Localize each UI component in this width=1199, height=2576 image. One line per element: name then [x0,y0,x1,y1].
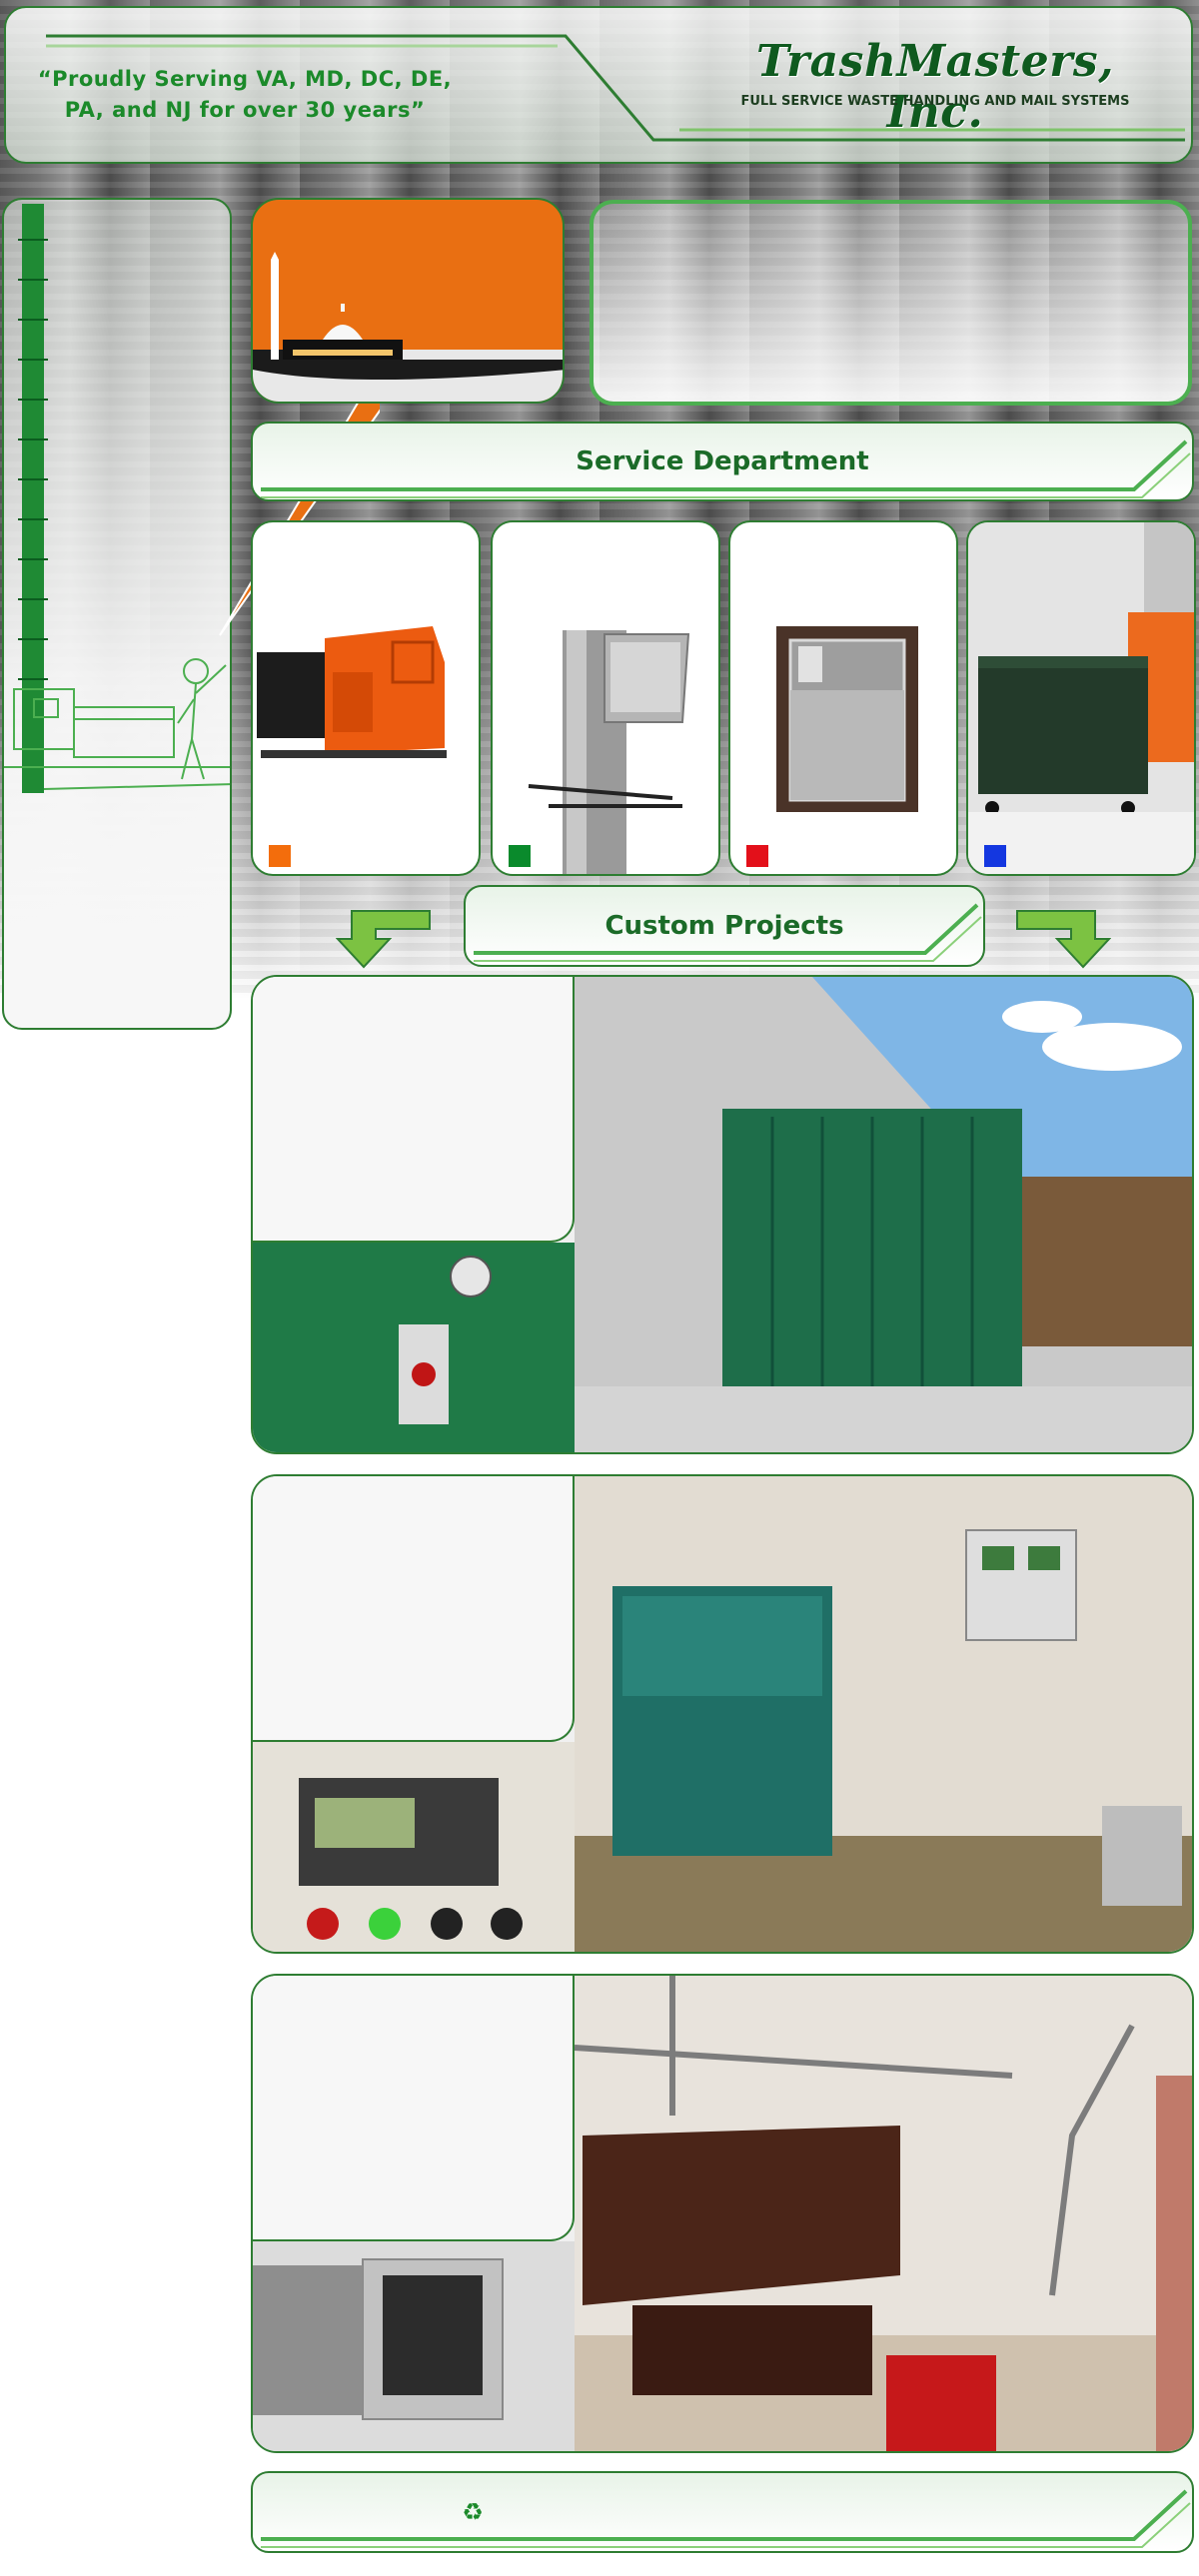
chute-door-image [776,626,918,812]
footer-banner: ♻ [251,2471,1194,2553]
project-photo-brown-compactor [253,1976,1192,2451]
company-subtitle: FULL SERVICE WASTE HANDLING AND MAIL SYS… [740,94,1130,109]
banner-decoration [261,439,1191,498]
recycle-icon: ♻ [462,2498,484,2526]
color-swatch-blue [984,845,1006,867]
product-card-trash-chute[interactable] [491,520,720,876]
intro-panel [590,200,1192,406]
color-swatch-green [509,845,531,867]
company-logo[interactable]: TrashMasters, Inc. [755,36,1115,138]
banner-decoration [474,903,982,962]
sidebar-illustration [4,204,230,793]
color-swatch-orange [269,845,291,867]
banner-decoration [261,2489,1191,2548]
service-department-banner: Service Department [251,422,1194,501]
header-decoration [46,34,1185,142]
compactor-image [257,626,447,758]
site-header: “Proudly Serving VA, MD, DC, DE, PA, and… [4,6,1193,164]
tagline-line-2: PA, and NJ for over 30 years” [64,98,426,122]
project-description-box [253,1476,575,1742]
product-card-bin-cart[interactable] [966,520,1196,876]
project-photo-exterior-compactor [253,977,1192,1452]
color-swatch-red [746,845,768,867]
service-department-title: Service Department [576,446,869,476]
dc-monument-panel [251,198,565,404]
trash-chute-image [528,630,690,874]
arrow-down-right-icon [1016,910,1111,969]
product-card-compactor[interactable] [251,520,481,876]
tagline: “Proudly Serving VA, MD, DC, DE, PA, and… [20,64,470,126]
tagline-line-1: “Proudly Serving VA, MD, DC, DE, [37,67,453,91]
bin-cart-image [968,522,1194,874]
dc-skyline-image [253,252,563,402]
project-panel-indoor-compactor [251,1474,1194,1954]
project-description-box [253,1976,575,2241]
project-panel-brown-compactor [251,1974,1194,2453]
product-card-chute-door[interactable] [728,520,958,876]
left-sidebar [2,198,232,1030]
project-panel-compactor-exterior [251,975,1194,1454]
custom-projects-title: Custom Projects [604,911,844,941]
project-photo-indoor-compactor [253,1476,1192,1952]
arrow-down-left-icon [336,910,431,969]
custom-projects-banner: Custom Projects [464,885,985,967]
project-description-box [253,977,575,1243]
